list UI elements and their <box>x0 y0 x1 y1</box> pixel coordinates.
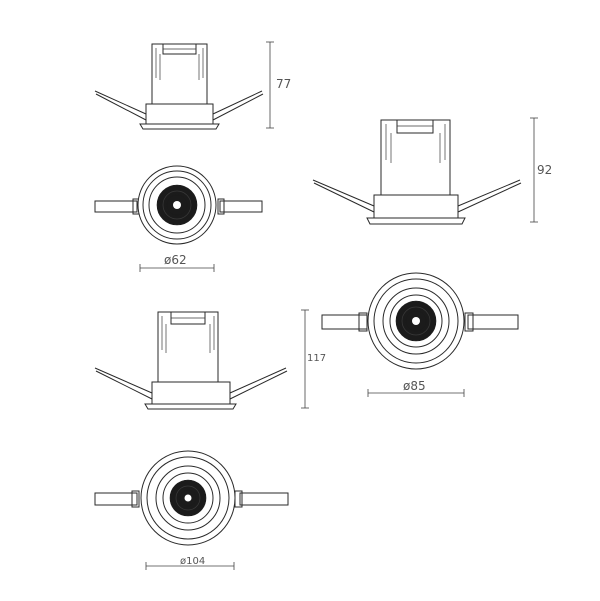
front-view-medium: ø85 <box>321 272 519 397</box>
side-view-large: 117 <box>94 309 326 410</box>
height-dimension-large: 117 <box>307 353 326 364</box>
diameter-dimension-small: ø62 <box>164 253 187 267</box>
side-view-small: 77 <box>94 41 291 130</box>
diameter-dimension-medium: ø85 <box>403 379 426 393</box>
front-view-small: ø62 <box>94 165 263 272</box>
diameter-dimension-large: ø104 <box>180 556 205 567</box>
height-dimension-small: 77 <box>276 77 291 91</box>
height-dimension-medium: 92 <box>537 163 552 177</box>
side-view-medium: 92 <box>312 117 552 225</box>
front-view-large: ø104 <box>94 450 289 570</box>
